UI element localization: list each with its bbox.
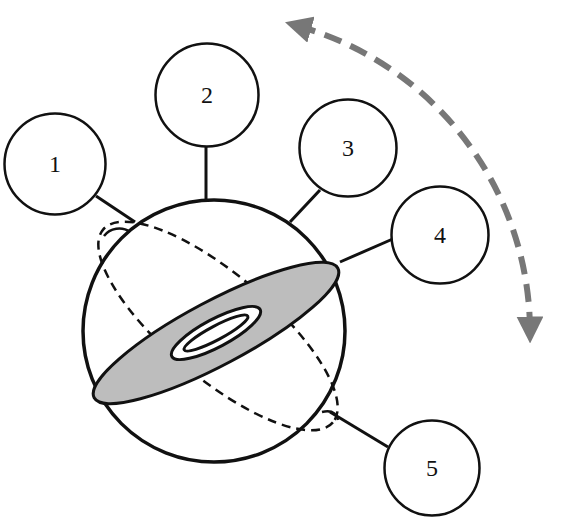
callout-number: 3 [342,136,354,160]
circle-shape [392,187,489,284]
sphere-outline [83,200,345,462]
leader-line [290,190,320,222]
equatorial-disk [79,240,353,426]
disk-core [181,310,251,356]
leader-line [330,412,388,447]
callout-number: 1 [49,152,61,176]
circle-shape [156,44,259,147]
leader-line [205,147,208,202]
circle-shape [5,114,106,215]
orbit-hook [104,229,130,236]
callout-number: 2 [201,83,213,107]
callout-circle: 2 [154,42,260,148]
dashed-orbit [70,190,367,463]
callout-circle: 5 [383,419,481,517]
leader-line [96,196,135,222]
rotation-arrow [298,26,530,330]
disk-ring [165,297,266,369]
callout-circle: 4 [390,185,490,285]
callout-number: 4 [434,223,446,247]
circle-shape [300,100,397,197]
leader-line [340,238,395,262]
callout-number: 5 [426,456,438,480]
circle-shape [385,421,480,516]
callout-circle: 3 [298,98,398,198]
orbit-hook [322,411,338,420]
callout-circle: 1 [3,112,107,216]
